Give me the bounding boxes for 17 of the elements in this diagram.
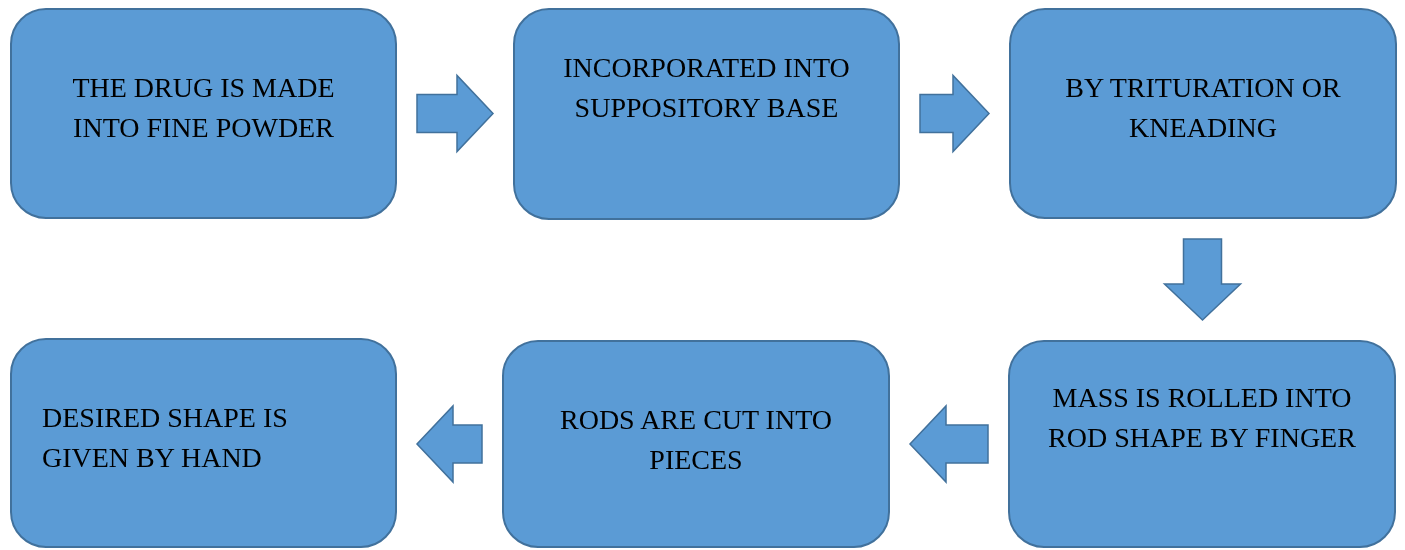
step-text: DESIRED SHAPE IS GIVEN BY HAND (42, 401, 289, 475)
step-text: MASS IS ROLLED INTO ROD SHAPE BY FINGER (1047, 381, 1357, 455)
process-box (10, 338, 397, 548)
block-arrow (415, 404, 483, 484)
block-arrow (908, 404, 989, 484)
process-box (1009, 8, 1397, 219)
step-text: BY TRITURATION OR KNEADING (1064, 71, 1342, 145)
step-text: THE DRUG IS MADE INTO FINE POWDER (71, 71, 336, 145)
step-text: RODS ARE CUT INTO PIECES (559, 403, 833, 477)
block-arrow (919, 73, 991, 154)
process-box (1008, 340, 1396, 548)
block-arrow (1162, 238, 1243, 322)
process-box (502, 340, 890, 548)
process-box (513, 8, 900, 220)
block-arrow (416, 73, 495, 154)
process-box (10, 8, 397, 219)
step-text: INCORPORATED INTO SUPPOSITORY BASE (562, 51, 851, 125)
